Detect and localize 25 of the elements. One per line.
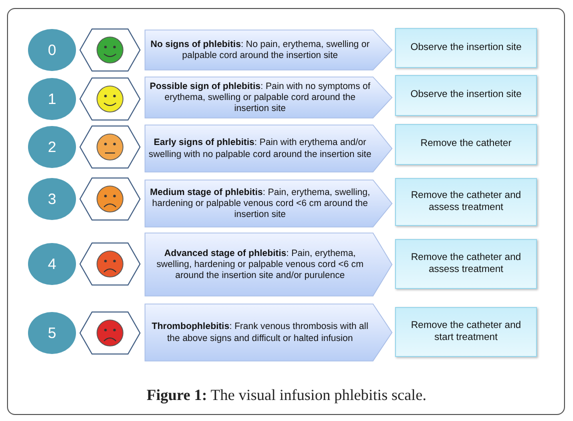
action-box: Remove the catheter and assess treatment [395,178,537,226]
arrow-shape-box [145,125,392,172]
action-box: Observe the insertion site [395,75,537,116]
hexagon-badge [80,178,140,220]
stage-description: Early signs of phlebitis: Pain with erythema and/or swelling with no palpable cord around the insertion site [148,137,372,160]
arrow-shape-box [145,233,392,296]
arrow-shape-box [145,77,392,118]
action-box: Remove the catheter and assess treatment [395,239,537,289]
action-box: Remove the catheter and start treatment [395,307,537,357]
arrow-shape-box [145,30,392,70]
action-box: Remove the catheter [395,124,537,165]
hexagon-badge [80,78,140,120]
hexagon-badge [80,243,140,285]
action-box: Observe the insertion site [395,28,537,68]
hexagon-badge [80,312,140,354]
hexagon-badge [80,126,140,168]
stage-description: Possible sign of phlebitis: Pain with no symptoms of erythema, swelling or palpable cord around the insertion site [148,80,372,114]
stage-description: Advanced stage of phlebitis: Pain, erythema, swelling, hardening or palpable venous cord <6 cm around the insertion site and/or purulence [155,248,365,282]
arrow-shape-box [145,180,392,227]
stage-description: No signs of phlebitis: No pain, erythema, swelling or palpable cord around the insertion site [149,38,371,62]
stage-description: Medium stage of phlebitis: Pain, erythema, swelling, hardening or palpable venous cord <6 cm around the insertion site [148,186,372,220]
hexagon-badge [80,29,140,71]
arrow-shape-box [145,304,392,361]
figure-caption: Figure 1: The visual infusion phlebitis scale. [146,387,428,405]
stage-description: Thrombophlebitis: Frank venous thrombosis with all the above signs and difficult or halted infusion [150,321,370,344]
